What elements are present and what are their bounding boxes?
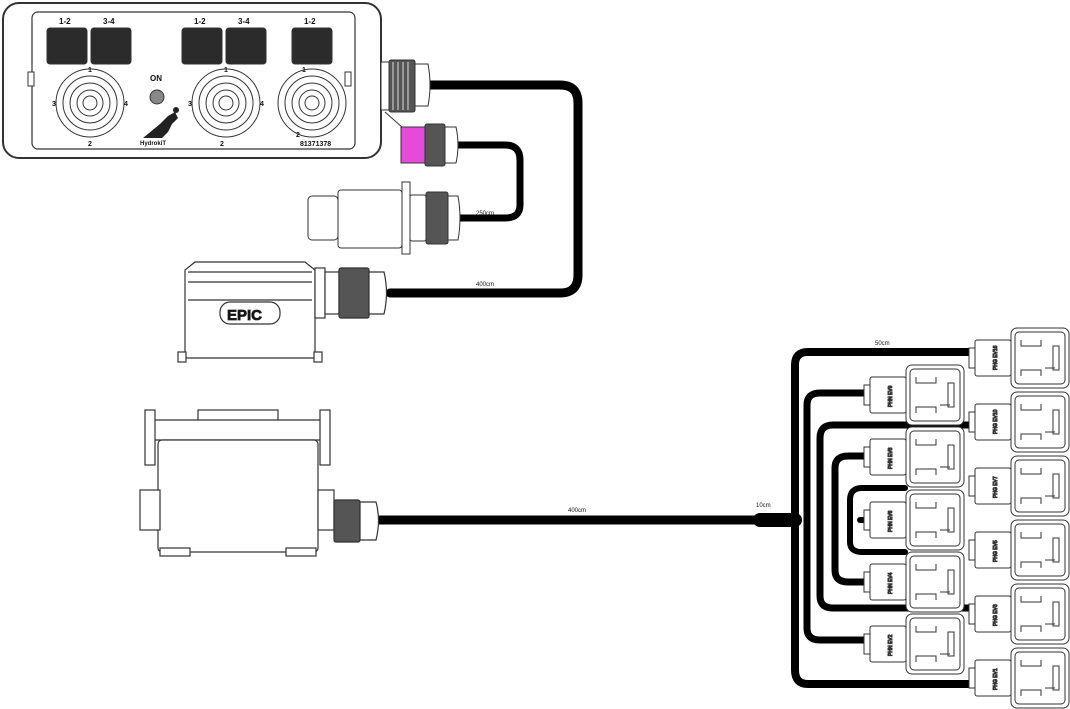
on-label: ON — [150, 74, 162, 83]
button-label-2: 3-4 — [103, 17, 115, 26]
label-cable-50: 50cm — [875, 341, 890, 347]
valve-left-4: PHN EV4 — [863, 551, 965, 613]
joy2-bottom: 2 — [220, 141, 224, 148]
branch-ev4 — [831, 516, 872, 586]
joy2-right: 4 — [260, 101, 264, 108]
brand-label: HydrokiT — [140, 141, 166, 147]
valve-right-5: PHG EV3 — [968, 583, 1070, 645]
valve-right-3: PHG EV7 — [968, 455, 1070, 517]
button-3-4-b[interactable] — [225, 27, 267, 65]
gland-upper — [380, 59, 431, 113]
button-3-4-a[interactable] — [90, 27, 132, 65]
arrow-indicator — [384, 111, 404, 129]
control-box — [2, 2, 382, 159]
branch-ev3 — [816, 516, 979, 612]
label-cable-400-upper: 400cm — [476, 282, 494, 288]
valve-right-6: PHG EV1 — [968, 647, 1070, 709]
epic-connector — [177, 261, 388, 363]
epic-label: EPIC — [227, 307, 262, 324]
branch-ev6 — [831, 452, 872, 524]
valve-right-1-label: PHG EV16 — [993, 345, 999, 370]
valve-left-3: PHN EV6 — [863, 489, 965, 551]
button-1-2-b[interactable] — [181, 27, 223, 65]
serial-label: 81371378 — [300, 141, 331, 148]
valve-right-4: PHG EV5 — [968, 519, 1070, 581]
label-cable-400-main: 400cm — [568, 508, 586, 514]
valve-right-1: PHG EV16 — [968, 327, 1070, 389]
button-label-5: 1-2 — [304, 17, 316, 26]
branch-ev5 — [847, 517, 908, 555]
cable-box-to-epic — [385, 80, 583, 298]
button-label-1: 1-2 — [59, 17, 71, 26]
valve-left-5-label: PHN EV2 — [888, 634, 894, 656]
button-label-4: 3-4 — [238, 17, 250, 26]
valve-left-5: PHN EV2 — [863, 613, 965, 675]
valve-right-5-label: PHG EV3 — [993, 604, 999, 626]
joy1-bottom: 2 — [88, 141, 92, 148]
on-indicator-icon — [149, 89, 165, 105]
joy2-top: 1 — [224, 67, 228, 74]
valve-right-2: PHG EV10 — [968, 391, 1070, 453]
joystick-3[interactable] — [277, 68, 347, 138]
valve-left-4-label: PHN EV4 — [888, 572, 894, 594]
valve-left-1: PHN EV9 — [863, 364, 965, 426]
branch-ev8 — [816, 421, 979, 524]
branch-ev16 — [791, 348, 979, 524]
button-label-3: 1-2 — [194, 17, 206, 26]
cables — [375, 80, 979, 688]
gland-middle — [400, 123, 459, 167]
label-cable-250: 250cm — [476, 211, 494, 217]
valve-left-2-label: PHN EV8 — [888, 447, 894, 469]
button-1-2-c[interactable] — [291, 27, 333, 65]
button-1-2-a[interactable] — [46, 27, 88, 65]
joy3-top: 1 — [302, 67, 306, 74]
valve-right-2-label: PHG EV10 — [993, 409, 999, 434]
valve-right-3-label: PHG EV7 — [993, 476, 999, 498]
round-connector — [307, 181, 461, 255]
joy3-bottom: 2 — [296, 132, 300, 139]
joystick-1[interactable] — [55, 68, 125, 138]
joy1-left: 3 — [52, 101, 56, 108]
branch-ev7 — [847, 485, 908, 523]
highlight-plug — [400, 126, 426, 164]
lower-housing — [139, 409, 380, 557]
hydrokit-logo-icon — [143, 112, 178, 138]
valve-right-4-label: PHG EV5 — [993, 540, 999, 562]
branch-ev2 — [803, 516, 872, 644]
joy1-right: 4 — [124, 101, 128, 108]
control-box-labels: 1-2 3-4 1-2 3-4 1-2 ON 1 3 4 2 1 3 4 2 1… — [52, 17, 331, 148]
valve-left-2: PHN EV8 — [863, 426, 965, 488]
valve-left-3-label: PHN EV6 — [888, 510, 894, 532]
branch-ev1 — [791, 516, 979, 688]
joy1-top: 1 — [88, 67, 92, 74]
joystick-2[interactable] — [191, 68, 261, 138]
label-cable-10: 10cm — [756, 503, 771, 509]
valve-left-1-label: PHN EV9 — [888, 385, 894, 407]
branch-ev10 — [803, 389, 872, 524]
joy2-left: 3 — [188, 101, 192, 108]
cable-box-to-round-connector — [454, 141, 524, 222]
valve-right-6-label: PHG EV1 — [993, 668, 999, 690]
